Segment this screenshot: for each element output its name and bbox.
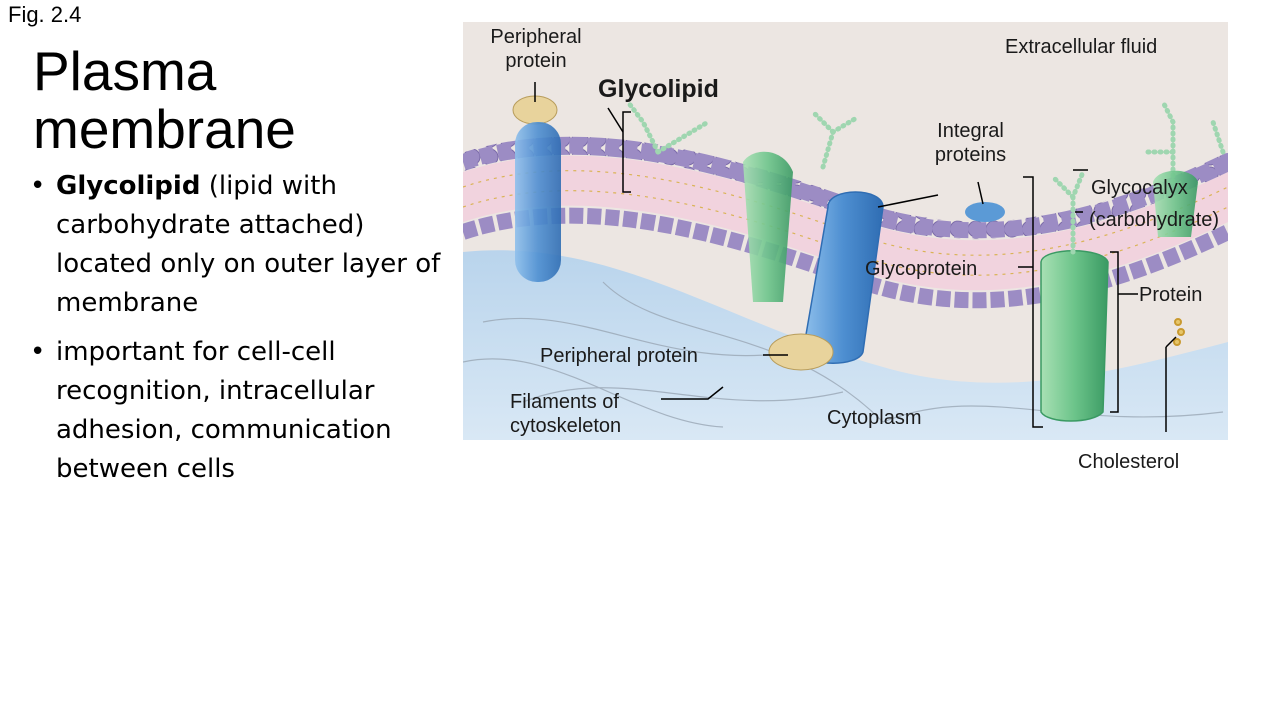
cholesterol-molecule bbox=[1173, 318, 1185, 346]
bullet-text: important for cell-cell recognition, int… bbox=[56, 337, 392, 484]
far-right-glycoprotein bbox=[1153, 170, 1198, 237]
label-protein: Protein bbox=[1139, 284, 1203, 306]
label-extracellular-fluid: Extracellular fluid bbox=[1005, 36, 1158, 58]
glycolipid-carbohydrate bbox=[625, 99, 861, 170]
figure-label: Fig. 2.4 bbox=[8, 2, 82, 27]
left-integral-protein bbox=[515, 122, 561, 282]
cytoskeleton-filaments bbox=[463, 281, 1224, 428]
label-text: Peripheral bbox=[490, 26, 582, 48]
small-integral-protein bbox=[965, 202, 1005, 222]
glycocalyx-chains bbox=[1050, 99, 1226, 255]
large-glycoprotein bbox=[1040, 250, 1109, 422]
plasma-membrane-diagram: Peripheral protein Glycolipid Extracellu… bbox=[463, 22, 1228, 440]
page-title: Plasma membrane bbox=[33, 42, 296, 158]
label-glycoprotein: Glycoprotein bbox=[865, 258, 978, 280]
bullet-item-importance: important for cell-cell recognition, int… bbox=[30, 333, 455, 489]
label-cholesterol: Cholesterol bbox=[1078, 451, 1180, 473]
small-glycoprotein bbox=[743, 151, 793, 302]
outer-head-row bbox=[463, 137, 1228, 239]
label-text: protein bbox=[505, 50, 567, 72]
cytoplasm-region bbox=[463, 250, 1228, 440]
label-text: cytoskeleton bbox=[510, 415, 622, 437]
bullet-text: (lipid with carbohydrate attached) locat… bbox=[56, 171, 441, 318]
label-filaments-of-cytoskeleton: Filaments of cytoskeleton bbox=[510, 390, 670, 438]
title-line-1: Plasma bbox=[33, 40, 217, 102]
label-text: proteins bbox=[934, 144, 1007, 166]
title-line-2: membrane bbox=[33, 98, 296, 160]
label-cytoplasm: Cytoplasm bbox=[827, 407, 922, 429]
bullet-list: Glycolipid (lipid with carbohydrate atta… bbox=[30, 167, 455, 499]
label-peripheral-protein-top: Peripheral protein bbox=[471, 25, 601, 73]
label-glycolipid: Glycolipid bbox=[598, 75, 719, 103]
label-text: Integral bbox=[937, 120, 1004, 142]
label-text: Filaments of bbox=[510, 391, 619, 413]
membrane-illustration bbox=[463, 22, 1228, 440]
label-integral-proteins: Integral proteins bbox=[913, 119, 1028, 167]
peripheral-protein-bottom bbox=[768, 333, 834, 371]
leader-lines bbox=[534, 82, 1177, 432]
label-glycocalyx: Glycocalyx bbox=[1091, 177, 1188, 199]
bullet-bold-term: Glycolipid bbox=[56, 171, 201, 201]
label-carbohydrate: (carbohydrate) bbox=[1089, 209, 1220, 231]
bullet-item-glycolipid: Glycolipid (lipid with carbohydrate atta… bbox=[30, 167, 455, 323]
label-peripheral-protein-bottom: Peripheral protein bbox=[540, 345, 698, 367]
